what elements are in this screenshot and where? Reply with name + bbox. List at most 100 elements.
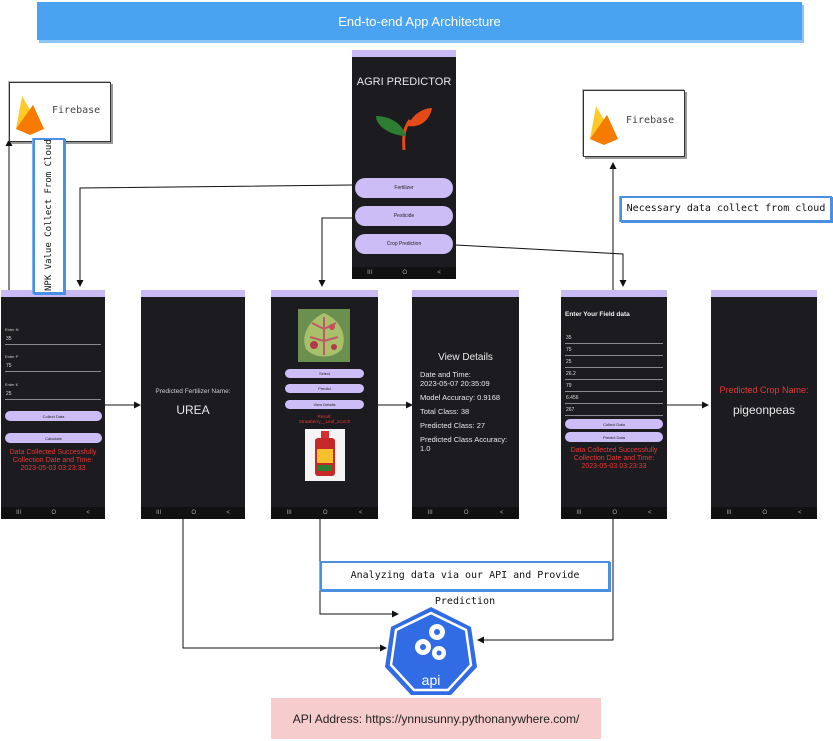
collect-data-button[interactable]: Collect Data (565, 419, 663, 429)
back-nav-icon[interactable]: < (226, 510, 230, 516)
nav-bar: III O < (711, 507, 817, 519)
collection-status: Data Collected Successfully Collection D… (3, 449, 103, 473)
recent-apps-icon[interactable]: III (156, 510, 162, 516)
back-nav-icon[interactable]: < (358, 510, 363, 516)
recent-apps-icon[interactable]: III (726, 510, 732, 516)
class-accuracy-value: 1.0 (420, 444, 431, 453)
predicted-fertilizer-value: UREA (176, 403, 210, 417)
crop-prediction-button[interactable]: Crop Prediction (355, 234, 453, 254)
npk-collect-note: NPK Value Collect From Cloud (33, 138, 65, 294)
api-address: API Address: https://ynnusunny.pythonany… (271, 698, 601, 739)
firebase-right-box: Firebase (583, 90, 685, 157)
field-value[interactable]: 79 (566, 383, 572, 389)
field-label-k: Enter K (5, 382, 19, 387)
api-icon: api (385, 607, 477, 695)
arrow-home-to-field (455, 244, 627, 287)
home-nav-icon[interactable]: O (463, 510, 469, 516)
field-underline (565, 355, 663, 356)
field-value[interactable]: 35 (566, 335, 572, 341)
fertilizer-result-screen: Predicted Fertilizer Name: UREA III O < (141, 290, 245, 519)
app-title: AGRI PREDICTOR (356, 76, 452, 88)
field-value-p[interactable]: 75 (6, 363, 12, 369)
arrow-home-to-npk (76, 184, 353, 287)
home-nav-icon[interactable]: O (51, 510, 57, 516)
field-value[interactable]: 75 (566, 347, 572, 353)
nav-bar: III O < (271, 507, 378, 519)
firebase-left-label: Firebase (52, 105, 101, 116)
date-value: 2023-05-07 20:35:09 (420, 379, 490, 388)
home-nav-icon[interactable]: O (402, 270, 408, 276)
diagram-title: End-to-end App Architecture (37, 2, 802, 40)
field-underline (565, 343, 663, 344)
npk-collect-text: NPK Value Collect From Cloud (44, 139, 54, 291)
leaf-logo-icon (376, 108, 432, 151)
home-nav-icon[interactable]: O (612, 510, 618, 516)
field-underline (5, 371, 101, 372)
arrow-home-to-pesticide (318, 217, 352, 287)
result-label: Result: (317, 414, 332, 419)
field-underline (565, 403, 663, 404)
field-value-n[interactable]: 35 (6, 336, 12, 342)
field-value[interactable]: 26.2 (566, 371, 576, 377)
result-value: Strawberry__Leaf_scorch (298, 419, 351, 424)
collect-data-button[interactable]: Collect Data (5, 411, 102, 421)
back-nav-icon[interactable]: < (437, 270, 441, 276)
back-nav-icon[interactable]: < (647, 510, 652, 516)
predict-button[interactable]: Predict (285, 384, 364, 393)
field-underline (565, 367, 663, 368)
npk-screen: Enter N 35 Enter P 75 Enter K 25 Collect… (1, 290, 105, 519)
collection-label: Collection Date and Time: (573, 455, 655, 462)
recent-apps-icon[interactable]: III (286, 510, 292, 516)
nav-bar: III O < (141, 507, 245, 519)
field-value[interactable]: 25 (566, 359, 572, 365)
nav-bar: III O < (412, 507, 519, 519)
back-nav-icon[interactable]: < (499, 510, 504, 516)
home-nav-icon[interactable]: O (762, 510, 768, 516)
model-accuracy: Model Accuracy: 0.9168 (420, 393, 501, 402)
analyzing-note: Analyzing data via our API and Provide P… (320, 561, 610, 607)
pesticide-bottle-image (305, 429, 345, 481)
api-icon-label: api (422, 672, 441, 688)
view-details-button[interactable]: View Details (285, 400, 364, 409)
date-label: Date and Time: (420, 370, 471, 379)
pesticide-result: Result: Strawberry__Leaf_scorch (271, 414, 378, 424)
select-button[interactable]: Select (285, 369, 364, 378)
home-nav-icon[interactable]: O (191, 510, 197, 516)
crop-result-screen: Predicted Crop Name: pigeonpeas III O < (711, 290, 817, 519)
recent-apps-icon[interactable]: III (16, 510, 22, 516)
field-underline (565, 415, 663, 416)
collection-status: Data Collected Successfully Collection D… (563, 447, 665, 471)
field-value[interactable]: 6.456 (566, 395, 579, 401)
field-label-p: Enter P (5, 354, 19, 359)
predicted-fertilizer-label: Predicted Fertilizer Name: (155, 388, 231, 395)
home-nav-icon[interactable]: O (322, 510, 328, 516)
class-accuracy-label: Predicted Class Accuracy: (420, 435, 508, 444)
recent-apps-icon[interactable]: III (367, 270, 373, 276)
recent-apps-icon[interactable]: III (427, 510, 433, 516)
predicted-crop-value: pigeonpeas (732, 403, 796, 417)
status-text: Data Collected Successfully (9, 449, 97, 456)
field-underline (5, 344, 101, 345)
field-value[interactable]: 267 (566, 407, 575, 413)
back-nav-icon[interactable]: < (797, 510, 802, 516)
predicted-crop-label: Predicted Crop Name: (719, 385, 809, 395)
total-class: Total Class: 38 (420, 407, 470, 416)
back-nav-icon[interactable]: < (86, 510, 90, 516)
field-underline (5, 399, 101, 400)
nav-bar: III O < (352, 267, 456, 279)
predict-data-button[interactable]: Predict Data (565, 432, 663, 442)
calculate-button[interactable]: Calculate (5, 433, 102, 443)
field-label-n: Enter N (5, 327, 19, 332)
details-list: Date and Time: 2023-05-07 20:35:09 Model… (420, 370, 517, 453)
necessary-data-note: Necessary data collect from cloud (620, 196, 832, 222)
firebase-flame-icon (16, 96, 44, 135)
fertilizer-button[interactable]: Fertilizer (355, 178, 453, 198)
recent-apps-icon[interactable]: III (576, 510, 582, 516)
field-value-k[interactable]: 25 (6, 391, 12, 397)
status-bar (141, 290, 245, 297)
pesticide-button[interactable]: Pesticide (355, 206, 453, 226)
status-bar (561, 290, 667, 297)
status-bar (352, 50, 456, 57)
collection-time: 2023-05-03 03:23:33 (20, 465, 86, 472)
